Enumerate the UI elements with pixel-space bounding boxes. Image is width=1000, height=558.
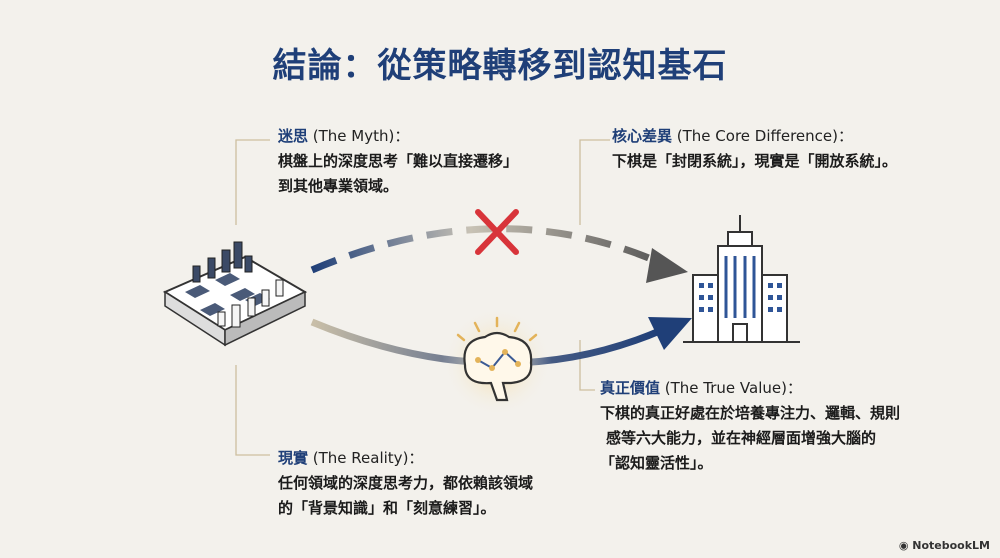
building-icon	[683, 215, 800, 343]
value-line: 感等六大能力，並在神經層面增強大腦的	[606, 429, 877, 447]
reality-label: 現實	[278, 449, 309, 467]
core-block: 核心差異 (The Core Difference)： 下棋是「封閉系統」，現實…	[612, 124, 897, 174]
value-label-en: (The True Value)：	[660, 379, 802, 397]
chessboard-icon	[162, 241, 308, 347]
myth-line: 棋盤上的深度思考「難以直接遷移」	[278, 152, 519, 170]
reality-label-en: (The Reality)：	[308, 449, 424, 467]
blue-arrowhead	[648, 317, 692, 350]
reality-line: 的「背景知識」和「刻意練習」。	[278, 499, 496, 517]
gray-arrowhead	[646, 248, 688, 283]
page-title: 結論：從策略轉移到認知基石	[272, 46, 728, 86]
value-line: 「認知靈活性」。	[600, 454, 713, 472]
red-x-icon	[475, 209, 519, 255]
myth-label: 迷思	[278, 127, 309, 145]
reality-line: 任何領域的深度思考力，都依賴該領域	[278, 474, 534, 492]
myth-label-en: (The Myth)：	[308, 127, 410, 145]
value-block: 真正價值 (The True Value)： 下棋的真正好處在於培養專注力、邏輯…	[600, 376, 900, 476]
myth-dashed-arrow	[310, 225, 667, 274]
value-label: 真正價值	[600, 379, 661, 397]
myth-line: 到其他專業領域。	[278, 177, 399, 195]
reality-block: 現實 (The Reality)： 任何領域的深度思考力，都依賴該領域 的「背景…	[278, 446, 533, 521]
myth-block: 迷思 (The Myth)： 棋盤上的深度思考「難以直接遷移」 到其他專業領域。	[278, 124, 518, 199]
core-label-en: (The Core Difference)：	[672, 127, 853, 145]
notebooklm-brand: ◉ NotebookLM	[898, 539, 990, 552]
core-line: 下棋是「封閉系統」，現實是「開放系統」。	[612, 152, 898, 170]
brand-text: NotebookLM	[912, 539, 990, 552]
value-line: 下棋的真正好處在於培養專注力、邏輯、規則	[600, 404, 901, 422]
brain-icon	[442, 307, 552, 417]
core-label: 核心差異	[612, 127, 673, 145]
